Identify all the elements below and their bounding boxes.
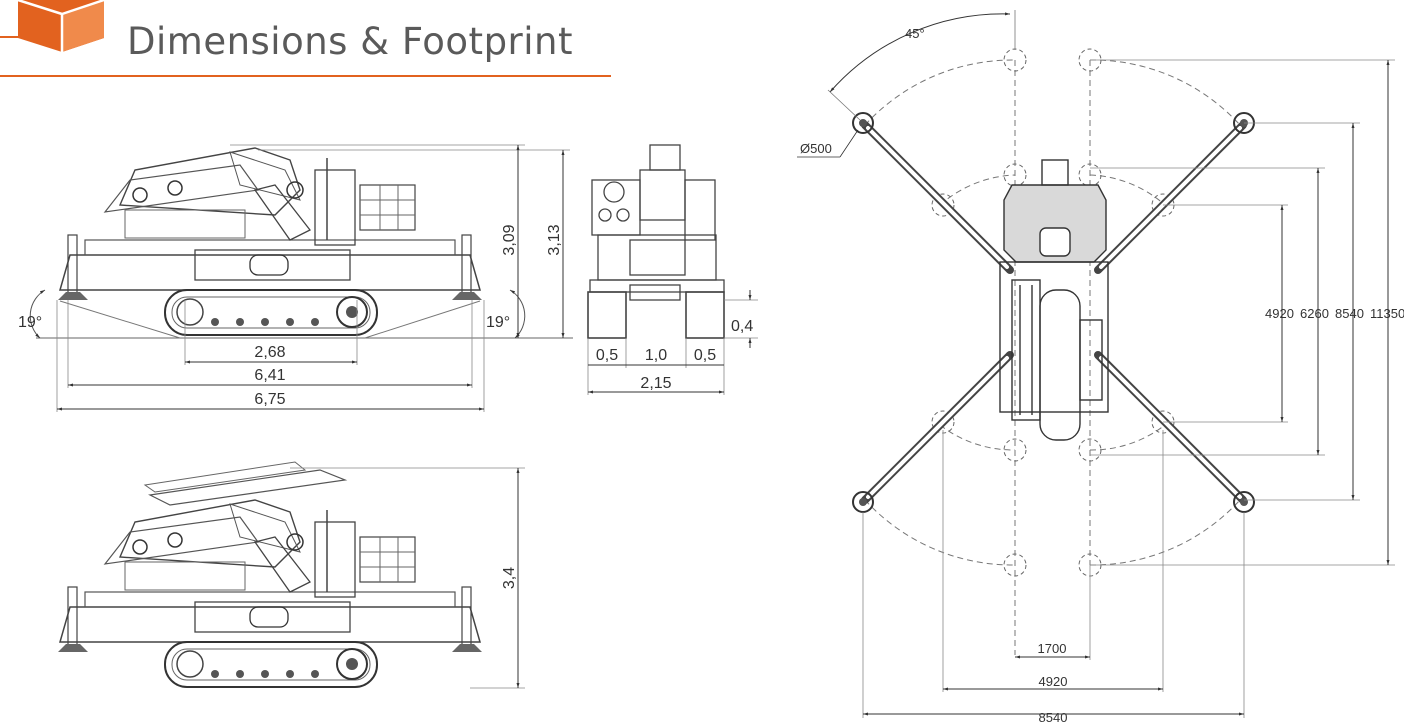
width-dim-1700: 1700 [1038, 641, 1067, 656]
track-length-label: 2,68 [254, 344, 285, 361]
crane-side-drawing [57, 147, 483, 336]
front-view: 0,4 0,5 1,0 0,5 2,15 [587, 144, 758, 395]
center-gap-label: 1,0 [645, 347, 667, 364]
pad-diameter-label: Ø500 [800, 141, 832, 156]
height-label-313: 3,13 [546, 224, 563, 255]
side-view-raised: 3,4 [57, 461, 525, 689]
vertical-dim-8540: 8540 [1335, 306, 1364, 321]
height-label-309: 3,09 [501, 224, 518, 255]
page-title: Dimensions & Footprint [127, 20, 574, 63]
overall-width-label: 2,15 [640, 375, 671, 392]
overall-length-label: 6,75 [254, 391, 285, 408]
slew-angle-label: 45° [905, 26, 925, 41]
orange-cube-icon [0, 0, 105, 52]
width-dim-4920: 4920 [1039, 674, 1068, 689]
ground-clearance-label: 0,4 [731, 318, 753, 335]
side-view: 3,09 3,13 19° 19° 2,68 6,41 6,75 [18, 144, 573, 412]
vertical-dim-4920: 4920 [1265, 306, 1294, 321]
outrigger-length-label: 6,41 [254, 367, 285, 384]
crane-side-raised-drawing [57, 499, 483, 688]
header: Dimensions & Footprint [0, 0, 612, 80]
vertical-dim-11350: 11350 [1370, 306, 1404, 321]
top-view: 45° Ø500 4920 6260 8540 11350 1700 4920 … [797, 10, 1404, 725]
title-underline [0, 75, 611, 77]
left-track-width-label: 0,5 [596, 347, 618, 364]
width-dim-8540: 8540 [1039, 710, 1068, 725]
angle-label-right: 19° [486, 314, 510, 331]
raised-height-label: 3,4 [501, 567, 518, 589]
vertical-dim-6260: 6260 [1300, 306, 1329, 321]
right-track-width-label: 0,5 [694, 347, 716, 364]
angle-label-left: 19° [18, 314, 42, 331]
